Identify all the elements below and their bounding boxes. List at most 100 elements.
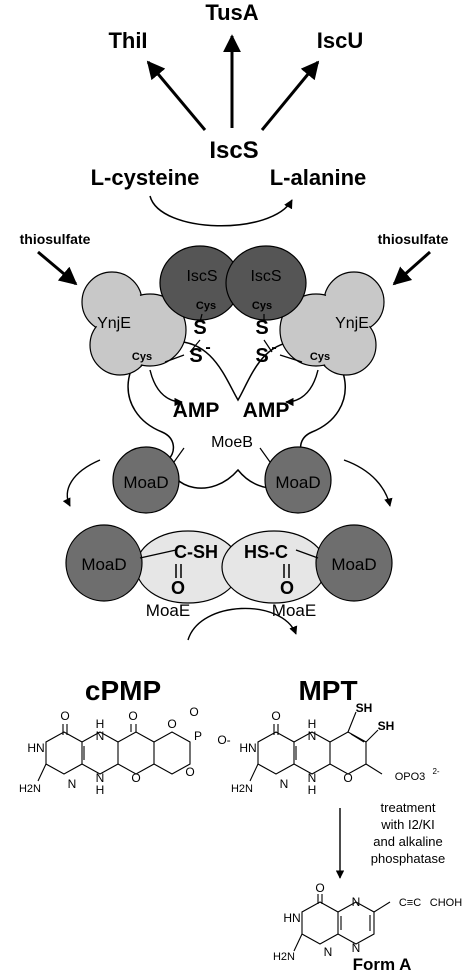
thiosulfate-left-label: thiosulfate [20, 231, 91, 247]
mpt-o-1: O [271, 709, 280, 723]
mpt-n-1: N [308, 729, 317, 743]
treatment-line-1: treatment [381, 800, 436, 815]
cpmp-n-3: N [96, 771, 105, 785]
carbonyl-o-left: O [171, 578, 185, 598]
cys-ynje-left: Cys [132, 351, 152, 363]
sulfur-arrow-left [149, 369, 183, 407]
moae-right-label: MoaE [272, 601, 316, 620]
form-a-structure [293, 894, 391, 952]
amp-right-label: AMP [243, 399, 290, 422]
sulfur-right-charge: - [271, 339, 276, 356]
ynje-right-label: YnjE [335, 315, 369, 332]
cpmp-h-1: H [96, 717, 105, 731]
ynje-left-label: YnjE [97, 315, 131, 332]
forma-n-3: N [352, 941, 361, 955]
moad-moae-left [65, 524, 143, 602]
mpt-structure [249, 711, 383, 782]
arrow-to-thil [146, 60, 207, 131]
sulfur-right-lower: S [255, 345, 268, 367]
ynje-left [81, 271, 187, 376]
mpt-n-3: N [308, 771, 317, 785]
cpmp-o-1: O [60, 709, 69, 723]
mpt-n-2: N [280, 777, 289, 791]
cpmp-o-3: O [131, 771, 140, 785]
moad-moae-right-label: MoaD [331, 555, 376, 574]
mpt-h-1: H [308, 717, 317, 731]
thiocarboxylate-right: HS-C [244, 542, 288, 562]
cpmp-o-4: O [167, 717, 176, 731]
iscs-top-label: IscS [209, 137, 258, 164]
cpmp-label: cPMP [85, 675, 161, 706]
mpt-label: MPT [298, 675, 357, 706]
sulfur-right-upper: S [255, 317, 268, 339]
cys-iscs-right: Cys [252, 300, 272, 312]
forma-h2n: H2N [273, 951, 295, 963]
carbonyl-o-right: O [280, 578, 294, 598]
treatment-line-4: phosphatase [371, 851, 445, 866]
sulfur-left-charge: - [205, 339, 210, 356]
cys-iscs-left: Cys [196, 300, 216, 312]
sulfur-left-bonds [189, 313, 203, 353]
arrow-to-iscu [260, 60, 320, 131]
sulfur-left-lower: S [189, 345, 202, 367]
forma-n-2: N [324, 945, 333, 959]
cpmp-p: P [194, 729, 202, 743]
tusa-label: TusA [205, 0, 258, 25]
thiosulfate-right-label: thiosulfate [378, 231, 449, 247]
iscs-right-label: IscS [250, 268, 281, 285]
thiocarboxylate-left: C-SH [174, 542, 218, 562]
cpmp-n-1: N [96, 729, 105, 743]
mpt-sh-1: SH [356, 701, 373, 715]
cpmp-h-2: H [96, 783, 105, 797]
forma-o: O [315, 881, 324, 895]
l-alanine-label: L-alanine [270, 165, 367, 190]
cpmp-o-minus: O- [217, 733, 230, 747]
iscs-right-subunit [225, 245, 307, 321]
treatment-line-3: and alkaline [373, 834, 442, 849]
forma-n-1: N [352, 895, 361, 909]
cpmp-to-mpt-arrow [187, 607, 298, 641]
amp-left-label: AMP [173, 399, 220, 422]
thil-label: ThiI [108, 28, 147, 53]
forma-choh: CHOH [430, 897, 462, 909]
cys-ynje-right: Cys [310, 351, 330, 363]
forma-hn: HN [283, 911, 300, 925]
moad-left-label: MoaD [123, 473, 168, 492]
mpt-sh-2: SH [378, 719, 395, 733]
cpmp-structure [37, 724, 191, 782]
cpmp-hn: HN [27, 741, 44, 755]
moad-transfer-arrow-left [62, 459, 101, 507]
l-cysteine-label: L-cysteine [91, 165, 200, 190]
cpmp-o-2: O [128, 709, 137, 723]
sulfur-left-upper: S [193, 317, 206, 339]
ynje-right [279, 271, 385, 376]
cpmp-o-5: O [189, 705, 198, 719]
treatment-line-2: with I2/KI [380, 817, 434, 832]
moae-left-label: MoaE [146, 601, 190, 620]
iscs-left-label: IscS [186, 268, 217, 285]
moad-moeb-right [264, 446, 332, 514]
sulfur-right-bonds [263, 314, 273, 353]
mpt-o-2: O [343, 771, 352, 785]
mpt-h-2: H [308, 783, 317, 797]
iscu-label: IscU [317, 28, 363, 53]
cpmp-n-2: N [68, 777, 77, 791]
moad-moae-right [315, 524, 393, 602]
mpt-opo3: OPO3 [395, 771, 426, 783]
mpt-h2n: H2N [231, 783, 253, 795]
moad-transfer-arrow-right [343, 459, 393, 507]
moad-moeb-left [112, 446, 180, 514]
form-a-label: Form A [353, 955, 412, 974]
moad-moae-left-label: MoaD [81, 555, 126, 574]
forma-alkyne: C≡C [399, 897, 421, 909]
thiosulfate-right-arrow [392, 250, 431, 286]
moad-right-label: MoaD [275, 473, 320, 492]
cysteine-to-alanine-arrow [149, 195, 293, 227]
thiosulfate-left-arrow [37, 250, 78, 286]
sulfur-arrow-right [285, 369, 319, 407]
mpt-hn: HN [239, 741, 256, 755]
cpmp-o-6: O [185, 765, 194, 779]
mpt-opo3-charge: 2- [432, 767, 439, 776]
moeb-label: MoeB [211, 434, 253, 451]
